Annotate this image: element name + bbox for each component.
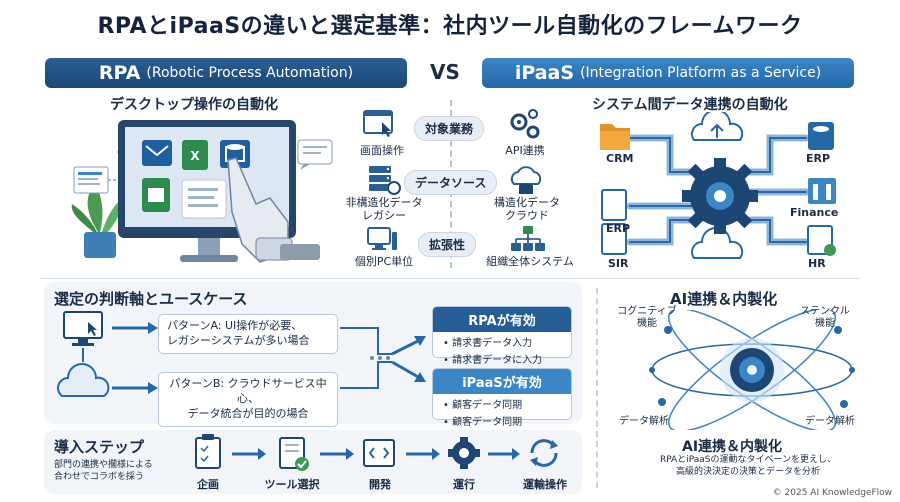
node-label: ERP xyxy=(806,152,831,165)
ai-label: ステンクル 機能 xyxy=(800,306,850,329)
rpa-result-title: RPAが有効 xyxy=(433,307,571,332)
ai-description: RPAとiPaaSの運動なタイベーンを更えし、 高級的決決定の決策とデータを分析 xyxy=(659,455,837,478)
ipaas-result-title: iPaaSが有効 xyxy=(433,369,571,394)
sir-document-icon xyxy=(601,223,627,255)
ipaas-item-label: 組織全体システム xyxy=(486,255,574,268)
rpa-result-box: RPAが有効 • 請求書データ入力 • 請求書データに入力 xyxy=(432,306,572,366)
gear-icon xyxy=(448,437,480,469)
rpa-banner-title: RPA xyxy=(98,62,141,84)
svg-text:X: X xyxy=(190,149,200,163)
ai-label: コグニティブ 機能 xyxy=(617,306,677,329)
decision-flow xyxy=(57,311,426,397)
ipaas-item-label: API連携 xyxy=(505,144,545,157)
clipboard-icon xyxy=(195,434,221,469)
ipaas-illustration xyxy=(600,112,836,259)
rpa-result-item: • 請求書データ入力 xyxy=(443,338,533,349)
steps-heading: 導入ステップ xyxy=(54,438,145,456)
robot-hand-icon xyxy=(227,157,320,263)
rpa-item-label: 非構造化データ レガシー xyxy=(345,196,423,223)
code-window-icon xyxy=(363,439,395,467)
steps-description: 部門の連携や擱様による 合わせでコラボを採う xyxy=(54,460,153,482)
steps-flow xyxy=(195,434,558,471)
rpa-item-label: 個別PC単位 xyxy=(354,255,414,268)
step-label: 開発 xyxy=(369,478,391,491)
node-label: ERP xyxy=(606,222,631,235)
ipaas-banner-subtitle: (Integration Platform as a Service) xyxy=(580,65,822,81)
gear-icon xyxy=(682,158,758,234)
erp-database-icon xyxy=(808,122,834,150)
checklist-icon xyxy=(279,437,309,471)
node-dot xyxy=(840,400,848,408)
vs-label: VS xyxy=(430,60,460,84)
node-label: HR xyxy=(808,257,826,270)
ai-heading: AI連携＆内製化 xyxy=(670,290,778,308)
ai-divider xyxy=(596,288,598,488)
server-stack-icon xyxy=(369,166,401,195)
rpa-banner-subtitle: (Robotic Process Automation) xyxy=(146,65,354,81)
ipaas-result-box: iPaaSが有効 • 顧客データ同期 • 顧客データ同期 xyxy=(432,368,572,428)
step-label: 運行 xyxy=(453,478,475,491)
step-label: 企画 xyxy=(197,478,219,491)
pattern-a-box: パターンA: UI操作が必要、 レガシーシステムが多い場合 xyxy=(158,314,338,354)
pc-icon xyxy=(367,227,397,250)
rpa-result-item: • 請求書データに入力 xyxy=(443,355,543,366)
rpa-item-label: 画面操作 xyxy=(360,144,404,157)
category-pill: 拡張性 xyxy=(418,232,477,257)
node-dot xyxy=(658,398,666,406)
ai-label: データ解析 xyxy=(619,416,669,427)
erp-document-icon xyxy=(601,189,627,221)
step-label: ツール選択 xyxy=(264,478,320,491)
pattern-b-box: パターンB: クラウドサービス中心、 データ統合が目的の場合 xyxy=(158,372,338,427)
hr-document-icon xyxy=(807,225,836,256)
cloud-icon xyxy=(57,363,110,397)
ai-atom-diagram xyxy=(649,310,855,430)
node-label: SIR xyxy=(608,257,629,270)
chat-bubble-icon xyxy=(297,139,333,170)
rpa-illustration: X xyxy=(71,120,333,263)
ai-label: データ解析 xyxy=(805,416,855,427)
ipaas-banner-title: iPaaS xyxy=(514,62,575,84)
step-label: 運輸操作 xyxy=(523,478,567,491)
finance-building-icon xyxy=(808,178,836,204)
org-network-icon xyxy=(511,226,545,251)
node-label: Finance xyxy=(790,206,839,219)
ipaas-item-label: 構造化データ クラウド xyxy=(494,196,560,223)
pc-cursor-icon xyxy=(63,311,103,346)
copyright: © 2025 AI KnowledgeFlow xyxy=(772,488,892,498)
category-pill: 対象業務 xyxy=(414,116,485,141)
window-cursor-icon xyxy=(363,110,393,137)
node-dot xyxy=(834,326,842,334)
refresh-icon xyxy=(530,439,558,467)
folder-icon xyxy=(600,124,630,150)
steps-panel xyxy=(44,430,582,494)
page-title: RPAとiPaaSの違いと選定基準：社内ツール自動化のフレームワーク xyxy=(97,14,803,39)
rpa-heading: デスクトップ操作の自動化 xyxy=(110,97,278,113)
ai-bottom-heading: AI連携＆内製化 xyxy=(682,439,783,455)
section-divider xyxy=(40,278,860,279)
category-pill: データソース xyxy=(404,170,498,195)
document-icon xyxy=(73,151,121,194)
ipaas-result-item: • 顧客データ同期 xyxy=(443,417,523,428)
node-label: CRM xyxy=(606,152,634,165)
node-dot xyxy=(664,326,672,334)
cloud-database-icon xyxy=(510,166,542,194)
gears-icon xyxy=(510,109,540,139)
ipaas-result-item: • 顧客データ同期 xyxy=(443,400,523,411)
cloud-upload-icon xyxy=(691,112,744,141)
decision-heading: 選定の判断軸とユースケース xyxy=(54,290,248,308)
ipaas-heading: システム間データ連携の自動化 xyxy=(592,97,788,113)
rpa-banner: RPA (Robotic Process Automation) xyxy=(45,58,407,88)
ipaas-banner: iPaaS (Integration Platform as a Service… xyxy=(482,58,854,88)
